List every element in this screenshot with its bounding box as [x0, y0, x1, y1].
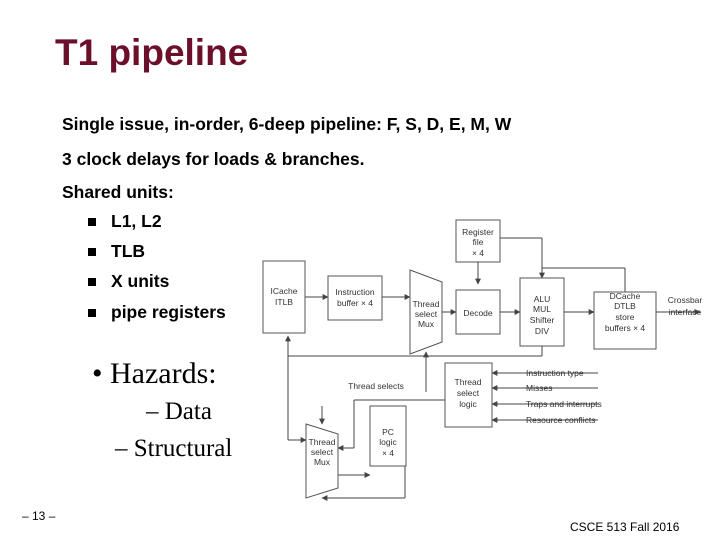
thread-select-logic-block [444, 362, 493, 428]
diagram-label: DIV [535, 326, 550, 336]
course-label: CSCE 513 Fall 2016 [570, 520, 680, 534]
diagram-label: × 4 [382, 448, 394, 458]
decode-block [455, 289, 501, 335]
shared-unit-item: TLB [88, 241, 145, 262]
diagram-label: interface [669, 307, 702, 317]
diagram-label: buffers × 4 [605, 323, 646, 333]
diagram-label: Mux [314, 457, 331, 467]
diagram-label: Decode [463, 308, 493, 318]
diagram-label: DCache [610, 291, 641, 301]
shared-unit-label: X units [111, 271, 170, 291]
diagram-input-label: Misses [526, 383, 552, 393]
diagram-label: Thread selects [348, 381, 404, 391]
register-file-block [455, 219, 501, 263]
diagram-label: Mux [418, 319, 435, 329]
hazard-item-data: – Data [146, 398, 212, 425]
page-number: – 13 – [22, 509, 56, 523]
diagram-label: Crossbar [668, 295, 703, 305]
diagram-label: MUL [533, 304, 551, 314]
diagram-label: PC [382, 427, 394, 437]
diagram-label: Thread [309, 437, 336, 447]
bullet-square-icon [88, 277, 96, 286]
bullet-square-icon [88, 247, 96, 256]
thread-select-mux-bottom [305, 423, 339, 499]
diagram-label: × 4 [472, 248, 484, 258]
delay-description: 3 clock delays for loads & branches. [62, 149, 365, 169]
diagram-label: select [457, 388, 480, 398]
bullet-square-icon [88, 217, 96, 226]
diagram-label: Register [462, 227, 494, 237]
bullet-square-icon [88, 308, 96, 317]
diagram-label: buffer × 4 [337, 298, 373, 308]
pc-logic-block [369, 405, 407, 467]
shared-unit-label: pipe registers [111, 302, 226, 322]
shared-unit-item: pipe registers [88, 302, 226, 323]
shared-unit-item: X units [88, 271, 169, 292]
diagram-label: ICache [271, 286, 298, 296]
alu-block [519, 277, 565, 347]
icache-itlb-block [262, 260, 306, 334]
diagram-input-label: Instruction type [526, 368, 584, 378]
diagram-label: Thread [455, 377, 482, 387]
diagram-label: ITLB [275, 297, 293, 307]
diagram-input-label: Traps and interrupts [526, 399, 602, 409]
hazard-item-structural: – Structural [115, 435, 233, 462]
diagram-label: DTLB [614, 301, 636, 311]
pipeline-description: Single issue, in-order, 6-deep pipeline:… [62, 114, 512, 134]
slide-title: T1 pipeline [55, 32, 249, 73]
diagram-label: logic [459, 399, 477, 409]
diagram-label: store [616, 312, 635, 322]
thread-select-mux-top [409, 269, 443, 355]
diagram-label: Instruction [335, 287, 374, 297]
diagram-input-label: Resource conflicts [526, 415, 595, 425]
instruction-buffer-block [327, 275, 383, 321]
dcache-block [593, 291, 657, 350]
diagram-label: ALU [534, 294, 551, 304]
diagram-label: Thread [413, 299, 440, 309]
shared-unit-item: L1, L2 [88, 211, 162, 232]
diagram-label: Shifter [530, 315, 555, 325]
shared-units-heading: Shared units: [62, 182, 174, 202]
diagram-label: select [415, 309, 438, 319]
shared-unit-label: TLB [111, 241, 146, 261]
diagram-label: file [473, 237, 484, 247]
diagram-label: select [311, 447, 334, 457]
diagram-label: logic [379, 437, 397, 447]
shared-unit-label: L1, L2 [111, 211, 162, 231]
hazards-heading: • Hazards: [92, 357, 217, 390]
